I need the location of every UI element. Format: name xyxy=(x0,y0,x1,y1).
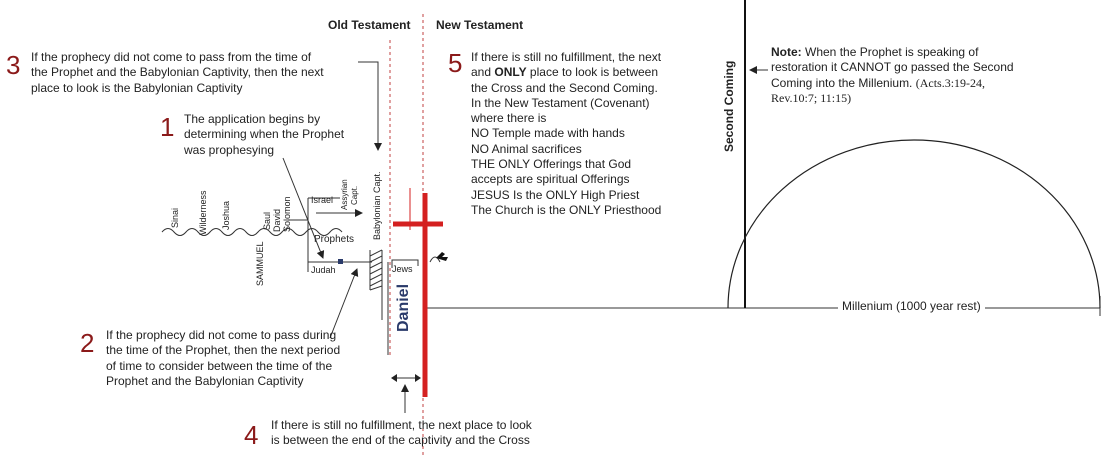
second-coming-label: Second Coming xyxy=(722,60,736,152)
old-testament-header: Old Testament xyxy=(328,18,411,32)
label-joshua: Joshua xyxy=(221,200,231,230)
step-5-line-2-pre: and xyxy=(471,65,495,80)
label-judah: Judah xyxy=(311,265,336,275)
label-jews: Jews xyxy=(392,264,413,274)
label-assyrian-capt: Capt. xyxy=(350,185,359,205)
step-3-text: If the prophecy did not come to pass fro… xyxy=(31,50,324,95)
step-number-2: 2 xyxy=(80,328,95,358)
babylonian-captivity-block xyxy=(369,249,383,320)
step-2-text: If the prophecy did not come to pass dur… xyxy=(106,328,341,388)
note-label: Note: xyxy=(771,45,802,59)
prophet-marker xyxy=(338,259,343,264)
label-babylonian-capt: Babylonian Capt. xyxy=(372,171,382,240)
early-history-wave xyxy=(161,228,343,236)
millenium-arc xyxy=(727,139,1101,309)
daniel-label: Daniel xyxy=(395,283,412,332)
step-5-text: If there is still no fulfillment, the ne… xyxy=(471,50,661,218)
label-saul: Saul xyxy=(262,211,272,230)
step-5-rest: the Cross and the Second Coming. In the … xyxy=(471,80,662,217)
note-text: When the Prophet is speaking of restorat… xyxy=(771,45,1014,90)
label-prophets: Prophets xyxy=(314,234,355,245)
step-number-3: 3 xyxy=(6,50,21,80)
step-4-text: If there is still no fulfillment, the ne… xyxy=(271,418,532,448)
step-number-1: 1 xyxy=(160,112,175,142)
label-david: David xyxy=(272,208,282,232)
step-1-text: The application begins by determining wh… xyxy=(184,112,345,157)
step-5-line-2-bold: ONLY xyxy=(494,65,527,80)
label-wilderness: Wilderness xyxy=(198,190,208,235)
step-5-line-1: If there is still no fulfillment, the ne… xyxy=(471,50,662,64)
step-5-line-2-post: place to look is between xyxy=(526,65,659,80)
label-sammuel: SAMMUEL xyxy=(255,241,265,286)
label-israel: Israel xyxy=(311,195,334,205)
step-number-5: 5 xyxy=(448,48,463,78)
step-number-4: 4 xyxy=(244,420,259,450)
millenium-label: Millenium (1000 year rest) xyxy=(838,299,985,315)
restoration-note: Note: When the Prophet is speaking of re… xyxy=(771,45,1091,106)
figure-icon xyxy=(436,252,448,261)
note-references: (Acts.3:19-24, Rev.10:7; 11:15) xyxy=(771,75,986,105)
label-sinai: Sinai xyxy=(170,207,180,228)
new-testament-header: New Testament xyxy=(436,18,524,32)
label-assyrian: Assyrian xyxy=(340,179,349,210)
label-solomon: Solomon xyxy=(282,196,292,232)
